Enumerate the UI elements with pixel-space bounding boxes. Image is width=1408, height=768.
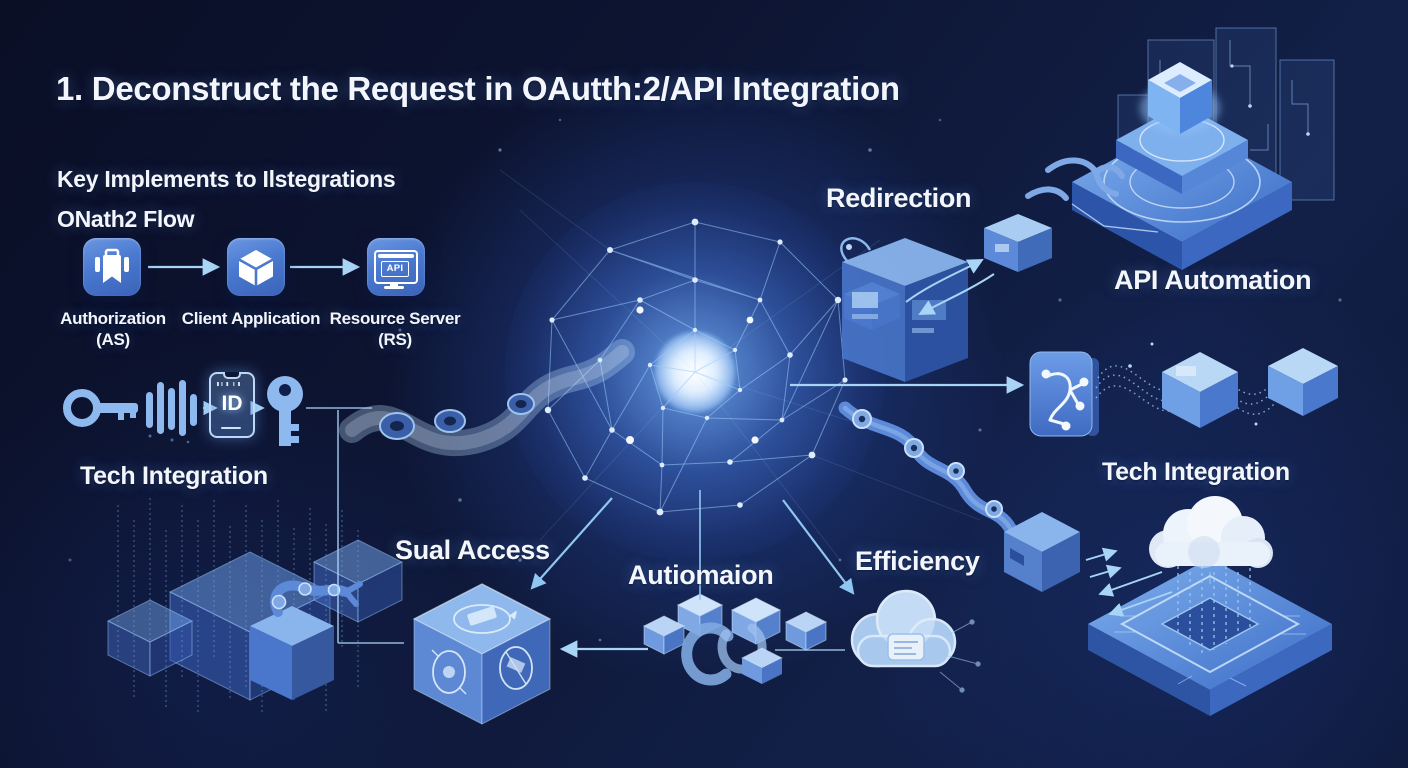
label-efficiency: Efficiency: [855, 546, 980, 576]
label-sual-access: Sual Access: [395, 535, 550, 565]
circuit-glyph-icon: [1041, 369, 1089, 431]
robot-arm-left-illustration: [250, 580, 363, 700]
rain-cloud-icon: [1149, 496, 1273, 568]
signal-bars-icon: [146, 380, 197, 444]
ribbon-roller-icon: [379, 393, 535, 440]
flow-label-resource-server: Resource Server(RS): [329, 309, 461, 350]
monitor-stand: [390, 282, 398, 286]
tech-stream-illustration: [1029, 342, 1338, 437]
label-api-automation: API Automation: [1114, 265, 1312, 295]
key-vertical-icon: [267, 376, 303, 446]
binary-blocks-illustration: [106, 498, 404, 712]
film-ribbon-illustration: [339, 339, 635, 457]
subtitle-line1: Key Implements to Ilstegrations: [57, 166, 396, 192]
monitor-topbar: [378, 254, 414, 258]
authorization-briefcase-icon: [83, 238, 141, 296]
cloud-chip-illustration: [1088, 496, 1332, 716]
resource-monitor-icon: API: [367, 238, 425, 296]
api-badge: API: [381, 261, 409, 277]
sual-access-cube-illustration: [413, 583, 551, 725]
flow-label-authorization: Authorization(AS): [60, 309, 166, 350]
label-tech-integration-right: Tech Integration: [1102, 458, 1290, 486]
monitor-base: [384, 286, 404, 289]
connector-arrows: [148, 203, 1173, 658]
id-card-notch: [223, 372, 241, 379]
flow-label-client-application: Client Application: [181, 309, 321, 328]
api-automation-platform-illustration: [1025, 27, 1335, 270]
redirection-server-illustration: [840, 214, 1052, 382]
client-cube-icon: [227, 238, 285, 296]
id-card-text: ID: [221, 392, 243, 415]
label-tech-integration-left: Tech Integration: [80, 462, 268, 490]
page-title: 1. Deconstruct the Request in OAutth:2/A…: [56, 70, 900, 107]
automation-cubes-illustration: [642, 593, 828, 686]
id-card-icon: ▌▎▌ ▎▌ ID: [209, 372, 255, 438]
label-redirection: Redirection: [826, 183, 972, 213]
efficiency-cloud-illustration: [850, 589, 981, 693]
key-horizontal-icon: [63, 389, 138, 427]
subtitle-line2: ONath2 Flow: [57, 206, 195, 232]
id-card-chipline: ▌▎▌ ▎▌: [217, 382, 243, 386]
id-card-footline: [221, 426, 241, 429]
label-autiomaion: Autiomaion: [628, 560, 774, 590]
robot-arm-right-illustration: [838, 401, 1080, 592]
